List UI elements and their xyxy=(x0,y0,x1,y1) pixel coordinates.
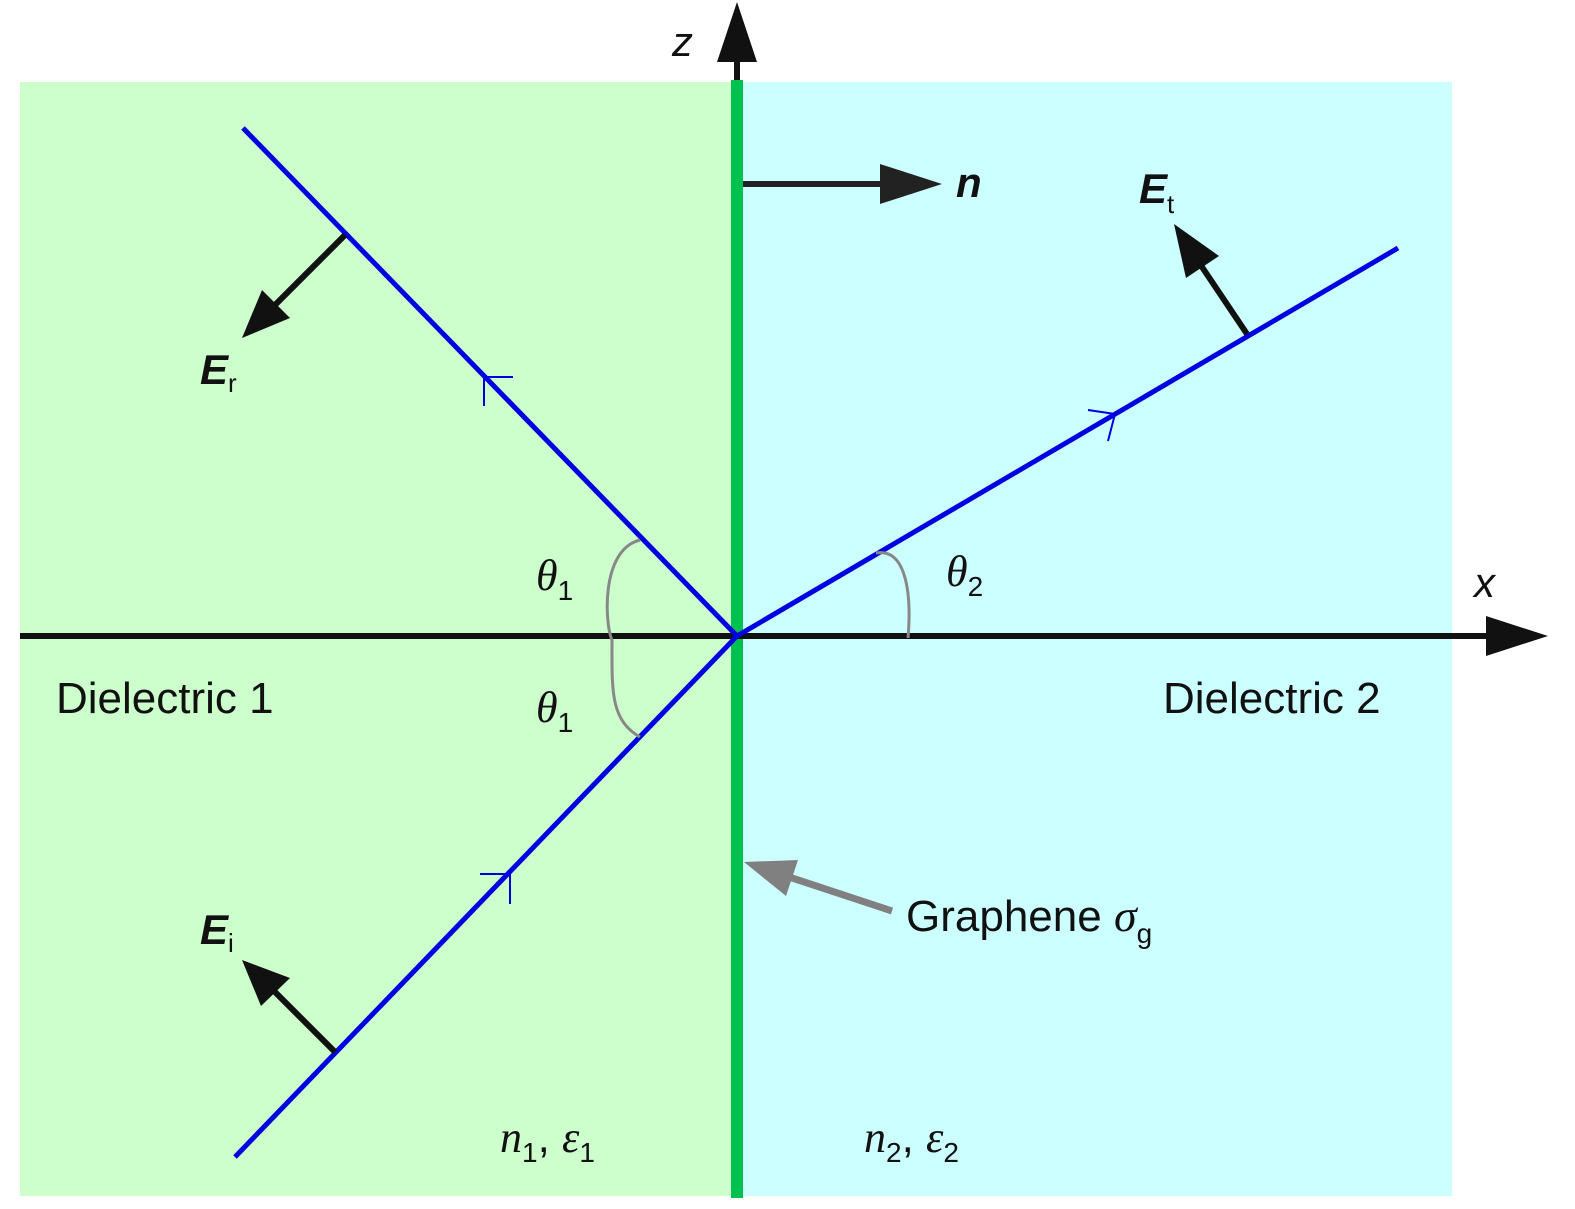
transmitted-field-vector-arrowhead xyxy=(1174,224,1219,278)
theta2-label: θ2 xyxy=(946,547,983,602)
normal-vector-label: n xyxy=(956,159,982,206)
z-axis-label: z xyxy=(671,18,693,65)
incident-ray-direction-mark xyxy=(480,873,511,904)
reflected-field-vector-arrowhead xyxy=(242,290,290,338)
graphene-label: Graphene σg xyxy=(906,890,1152,949)
incident-field-vector-shaft xyxy=(269,986,338,1055)
reflected-ray-direction-mark xyxy=(483,376,513,406)
theta1-lower-label: θ1 xyxy=(536,683,573,738)
transmitted-ray-direction-mark xyxy=(1087,409,1117,442)
incident-field-label: Ei xyxy=(200,906,234,958)
transmitted-field-label: Et xyxy=(1139,165,1175,219)
dielectric-2-label: Dielectric 2 xyxy=(1163,674,1381,723)
graphene-pointer-arrowhead xyxy=(744,860,798,896)
transmitted-ray xyxy=(735,245,1400,639)
dielectric-1-label: Dielectric 1 xyxy=(56,674,274,723)
theta1-upper-label: θ1 xyxy=(536,551,573,606)
incident-field-vector-arrowhead xyxy=(242,960,290,1006)
reflected-field-vector-shaft xyxy=(272,232,348,308)
reflected-ray xyxy=(241,126,739,638)
x-axis-arrowhead xyxy=(1486,616,1548,656)
graphene-pointer-shaft xyxy=(781,871,894,915)
reflected-field-label: Er xyxy=(200,346,237,398)
medium-1-parameters: n1, ε1 xyxy=(500,1113,595,1168)
theta1-angle-arc xyxy=(605,538,641,739)
incident-ray xyxy=(233,634,739,1159)
normal-vector-arrowhead xyxy=(880,164,942,204)
z-axis-arrowhead xyxy=(717,2,757,62)
transmitted-field-vector-shaft xyxy=(1197,262,1250,336)
medium-2-parameters: n2, ε2 xyxy=(864,1113,959,1168)
theta2-angle-arc xyxy=(875,551,911,639)
x-axis-label: x xyxy=(1472,559,1497,606)
